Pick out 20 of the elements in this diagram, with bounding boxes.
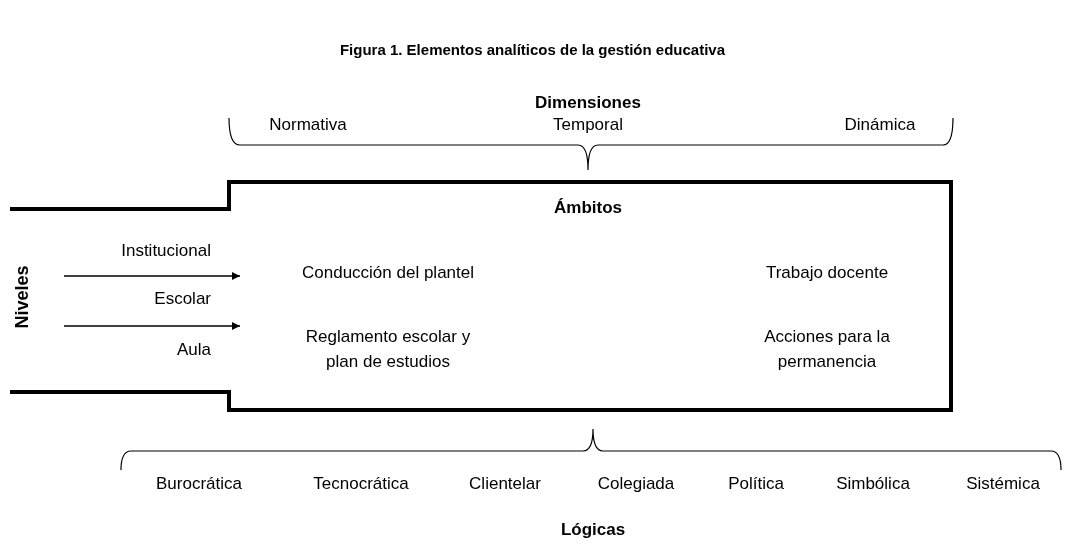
level-label: Escolar [153, 289, 211, 309]
node-text: Trabajo docente [764, 262, 890, 284]
figure-title: Figura 1. Elementos analíticos de la gestión educativa [338, 40, 727, 60]
section-heading: Niveles [12, 264, 32, 331]
node-text: Acciones para la permanencia [763, 326, 891, 373]
arrow [63, 272, 241, 280]
section-heading: Dimensiones [534, 93, 642, 113]
dimension-label: Dinámica [843, 115, 917, 135]
section-heading: Lógicas [559, 520, 627, 540]
dimension-label: Normativa [268, 115, 348, 135]
domain-box [227, 180, 953, 412]
node-text: Conducción del plantel [301, 262, 475, 284]
level-label: Institucional [120, 241, 211, 261]
level-label: Aula [175, 340, 211, 360]
logic-label: Tecnocrática [312, 474, 410, 494]
dimension-label: Temporal [552, 115, 624, 135]
node-text: Reglamento escolar y plan de estudios [304, 326, 472, 373]
logic-label: Burocrática [155, 474, 243, 494]
arrow [63, 322, 241, 330]
box-heading: Ámbitos [553, 198, 623, 218]
